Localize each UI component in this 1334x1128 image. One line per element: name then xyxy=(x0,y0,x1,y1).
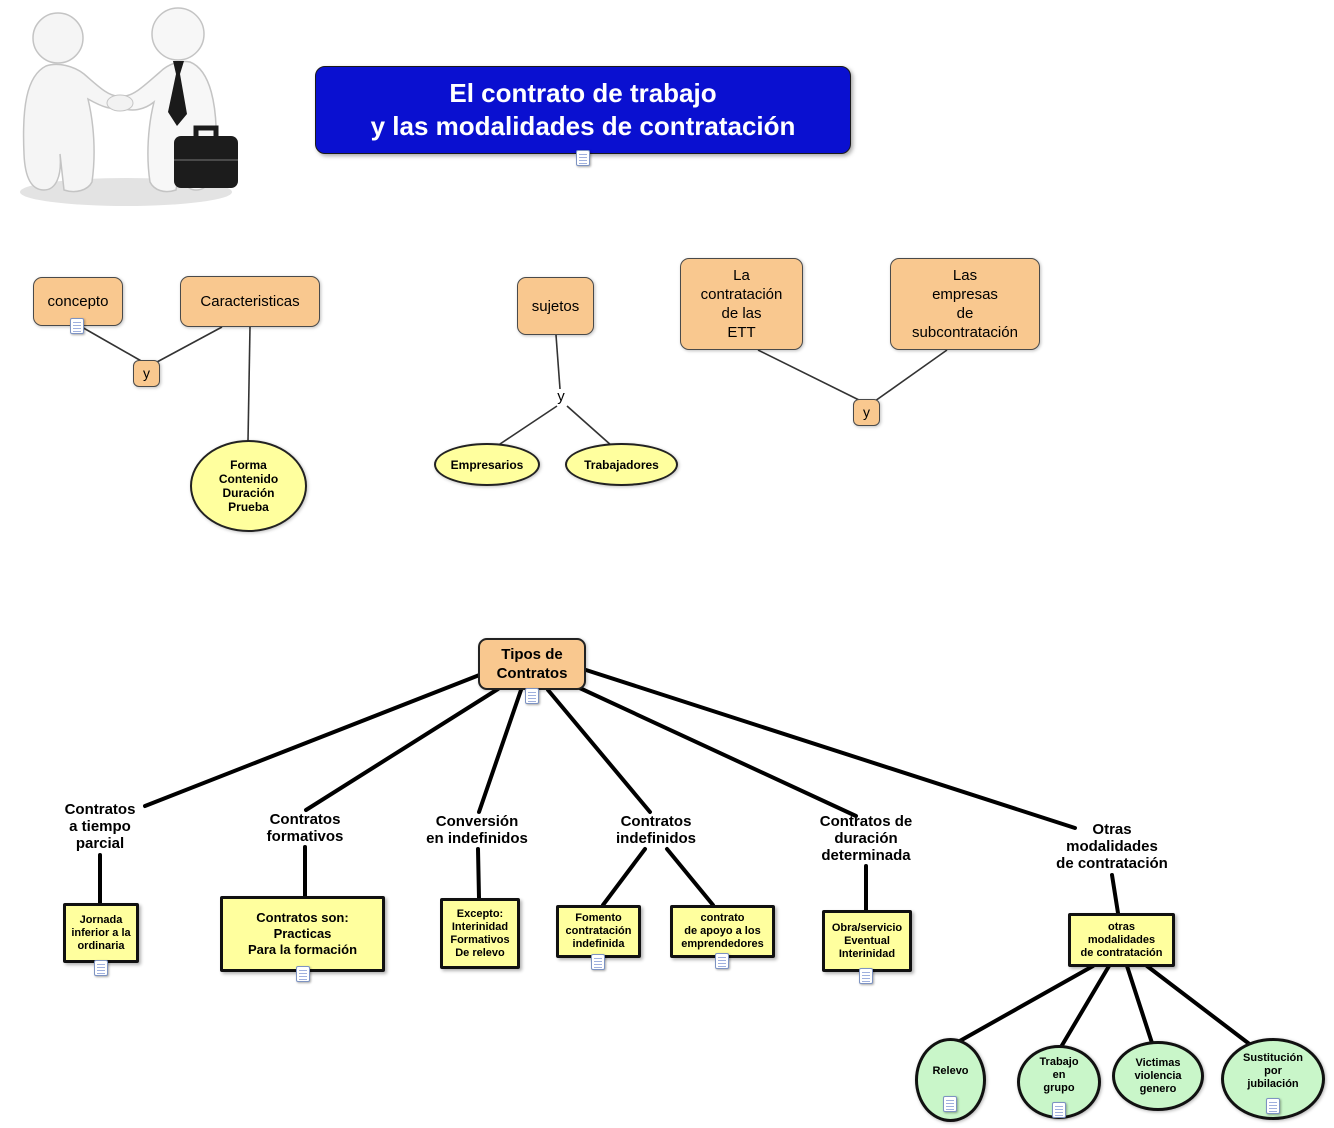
node-label: concepto xyxy=(47,293,109,310)
concept-node-obra-servicio[interactable]: Obra/servicio Eventual Interinidad xyxy=(822,910,912,972)
document-resource-icon[interactable] xyxy=(576,150,590,166)
concept-node-forma-contenido[interactable]: Forma Contenido Duración Prueba xyxy=(190,440,307,532)
document-resource-icon[interactable] xyxy=(70,318,84,334)
document-resource-icon[interactable] xyxy=(1266,1098,1280,1114)
concept-node-victimas-violencia[interactable]: Victimas violencia genero xyxy=(1112,1041,1204,1111)
node-label: La contratación de las ETT xyxy=(700,267,783,341)
node-label: sujetos xyxy=(531,297,580,315)
document-resource-icon[interactable] xyxy=(943,1096,957,1112)
concept-node-sujetos[interactable]: sujetos xyxy=(517,277,594,335)
node-label: Obra/servicio Eventual Interinidad xyxy=(831,921,903,960)
handshake-illustration xyxy=(20,7,238,206)
concept-node-trabajo-en-grupo[interactable]: Trabajo en grupo xyxy=(1017,1045,1101,1119)
node-label: Contratos son: Practicas Para la formaci… xyxy=(247,910,358,957)
branch-label-conversion-indefinidos[interactable]: Conversión en indefinidos xyxy=(426,813,528,847)
node-label: Empresarios xyxy=(450,457,524,472)
node-label: Excepto: Interinidad Formativos De relev… xyxy=(450,907,510,959)
linking-node-y-3[interactable]: y xyxy=(853,399,880,426)
branch-label-contratos-tiempo-parcial[interactable]: Contratos a tiempo parcial xyxy=(64,801,136,852)
concept-node-empresas-subcontratacion[interactable]: Las empresas de subcontratación xyxy=(890,258,1040,350)
node-label: Fomento contratación indefinida xyxy=(565,912,632,950)
document-resource-icon[interactable] xyxy=(859,968,873,984)
node-label: Trabajadores xyxy=(584,457,659,472)
concept-node-trabajadores[interactable]: Trabajadores xyxy=(565,443,678,486)
node-label: Forma Contenido Duración Prueba xyxy=(218,458,279,514)
concept-node-apoyo-emprendedores[interactable]: contrato de apoyo a los emprendedores xyxy=(670,905,775,958)
node-label: y xyxy=(863,404,870,420)
node-label: y xyxy=(143,365,150,381)
node-label: Caracteristicas xyxy=(200,293,300,310)
node-label: Victimas violencia genero xyxy=(1134,1056,1182,1095)
map-title: El contrato de trabajo y las modalidades… xyxy=(370,78,796,141)
concept-node-empresarios[interactable]: Empresarios xyxy=(434,443,540,486)
document-resource-icon[interactable] xyxy=(525,688,539,704)
concept-node-fomento-contratacion[interactable]: Fomento contratación indefinida xyxy=(556,905,641,958)
document-resource-icon[interactable] xyxy=(591,954,605,970)
concept-node-jornada-inferior[interactable]: Jornada inferior a la ordinaria xyxy=(63,903,139,963)
document-resource-icon[interactable] xyxy=(715,953,729,969)
concept-node-tipos-de-contratos[interactable]: Tipos de Contratos xyxy=(478,638,586,690)
document-resource-icon[interactable] xyxy=(296,966,310,982)
node-label: Jornada inferior a la ordinaria xyxy=(71,913,131,952)
document-resource-icon[interactable] xyxy=(1052,1102,1066,1118)
concept-node-contratos-son[interactable]: Contratos son: Practicas Para la formaci… xyxy=(220,896,385,972)
branch-label-contratos-formativos[interactable]: Contratos formativos xyxy=(266,811,344,845)
linking-node-y-2[interactable]: y xyxy=(557,388,565,405)
node-label: Trabajo en grupo xyxy=(1039,1055,1079,1094)
node-label: Sustitución por jubilación xyxy=(1243,1051,1303,1090)
document-resource-icon[interactable] xyxy=(94,960,108,976)
concept-node-contratacion-ett[interactable]: La contratación de las ETT xyxy=(680,258,803,350)
concept-node-otras-modalidades-box[interactable]: otras modalidades de contratación xyxy=(1068,913,1175,967)
node-label: Las empresas de subcontratación xyxy=(912,267,1018,341)
branch-label-contratos-indefinidos[interactable]: Contratos indefinidos xyxy=(616,813,696,847)
branch-label-duracion-determinada[interactable]: Contratos de duración determinada xyxy=(819,813,913,864)
map-title-node[interactable]: El contrato de trabajo y las modalidades… xyxy=(315,66,851,154)
linking-node-y-1[interactable]: y xyxy=(133,360,160,387)
concept-node-concepto[interactable]: concepto xyxy=(33,277,123,326)
concept-node-excepto[interactable]: Excepto: Interinidad Formativos De relev… xyxy=(440,898,520,969)
node-label: Tipos de Contratos xyxy=(496,646,568,682)
node-label: otras modalidades de contratación xyxy=(1080,920,1163,959)
concept-node-caracteristicas[interactable]: Caracteristicas xyxy=(180,276,320,327)
node-label: contrato de apoyo a los emprendedores xyxy=(681,912,764,950)
branch-label-otras-modalidades[interactable]: Otras modalidades de contratación xyxy=(1056,821,1168,872)
node-label: Relevo xyxy=(932,1064,969,1077)
